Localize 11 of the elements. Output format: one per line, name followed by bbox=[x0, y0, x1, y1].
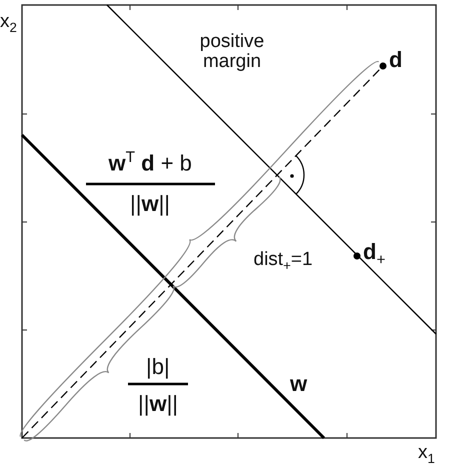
region-label: positive margin bbox=[198, 32, 266, 72]
distance-label: dist$_{+}$=1 bbox=[254, 250, 313, 273]
formula-numerator: w$^{T}$ d + b bbox=[108, 150, 192, 174]
point-label: d$_{+}$ bbox=[363, 240, 386, 269]
vector-label: w bbox=[290, 372, 308, 396]
formula-numerator: |b| bbox=[146, 355, 170, 378]
axis-label: x$_{1}$ bbox=[418, 443, 435, 466]
point-label: d bbox=[389, 48, 402, 72]
formula-denominator: ||w|| bbox=[138, 392, 178, 416]
formula-denominator: ||w|| bbox=[130, 192, 170, 216]
axis-label: x$_{2}$ bbox=[0, 12, 17, 35]
